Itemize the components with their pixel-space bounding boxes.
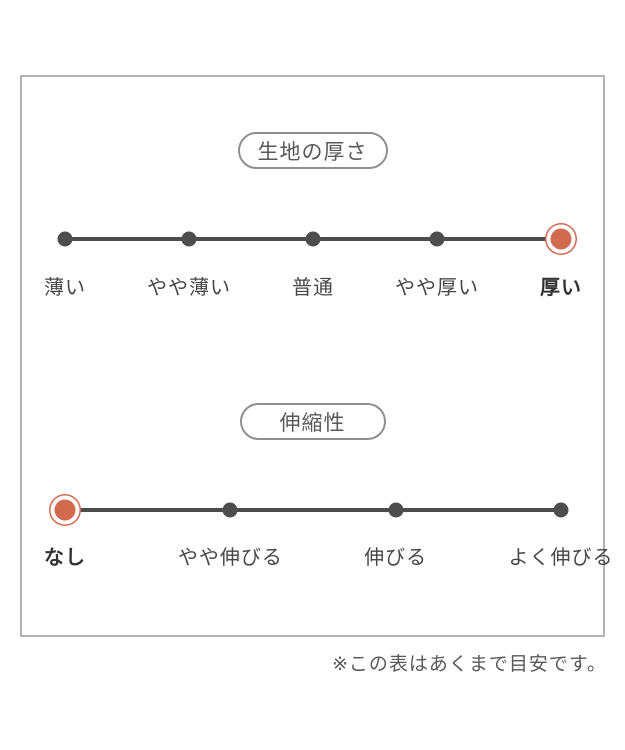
scale-dot (429, 231, 445, 247)
scale-labels: なし やや伸びる 伸びる よく伸びる (44, 545, 613, 571)
scale-line (65, 508, 561, 512)
scale-label: 薄い (44, 277, 86, 299)
scale-label: よく伸びる (508, 547, 614, 569)
spec-chart-box: 生地の厚さ 薄い やや薄い 普通 やや厚い 厚い 伸縮性 なし やや伸びる 伸びる よく伸びる (20, 75, 613, 637)
scale-dot (388, 502, 404, 518)
scale-labels: 薄い やや薄い 普通 やや厚い 厚い (44, 275, 581, 301)
section-title: 伸縮性 (279, 411, 346, 435)
scale-dot (305, 231, 321, 247)
scale-label-selected: 厚い (540, 277, 582, 299)
scale-dot (181, 231, 197, 247)
scale-line (65, 237, 561, 241)
scale-label: やや伸びる (177, 547, 283, 569)
scale-label: 普通 (292, 277, 334, 299)
scale-track (57, 219, 572, 259)
selected-marker (550, 228, 572, 250)
stretch-section: 伸縮性 なし やや伸びる 伸びる よく伸びる (22, 77, 613, 635)
scale-label: 伸びる (364, 547, 428, 569)
scale-label-selected: なし (44, 547, 86, 569)
thickness-section: 生地の厚さ 薄い やや薄い 普通 やや厚い 厚い (22, 77, 603, 635)
scale-dot (553, 502, 569, 518)
section-title: 生地の厚さ (257, 140, 368, 164)
stretch-pill-row: 伸縮性 (22, 403, 603, 440)
scale-dot (57, 231, 73, 247)
scale-track (54, 490, 569, 530)
thickness-pill-row: 生地の厚さ (22, 132, 603, 169)
section-title-pill: 伸縮性 (239, 403, 386, 440)
selected-marker (54, 499, 76, 521)
scale-label: やや厚い (395, 277, 479, 299)
scale-label: やや薄い (147, 277, 231, 299)
disclaimer-note: ※この表はあくまで目安です。 (331, 654, 607, 675)
section-title-pill: 生地の厚さ (237, 132, 388, 169)
scale-dot (222, 502, 238, 518)
